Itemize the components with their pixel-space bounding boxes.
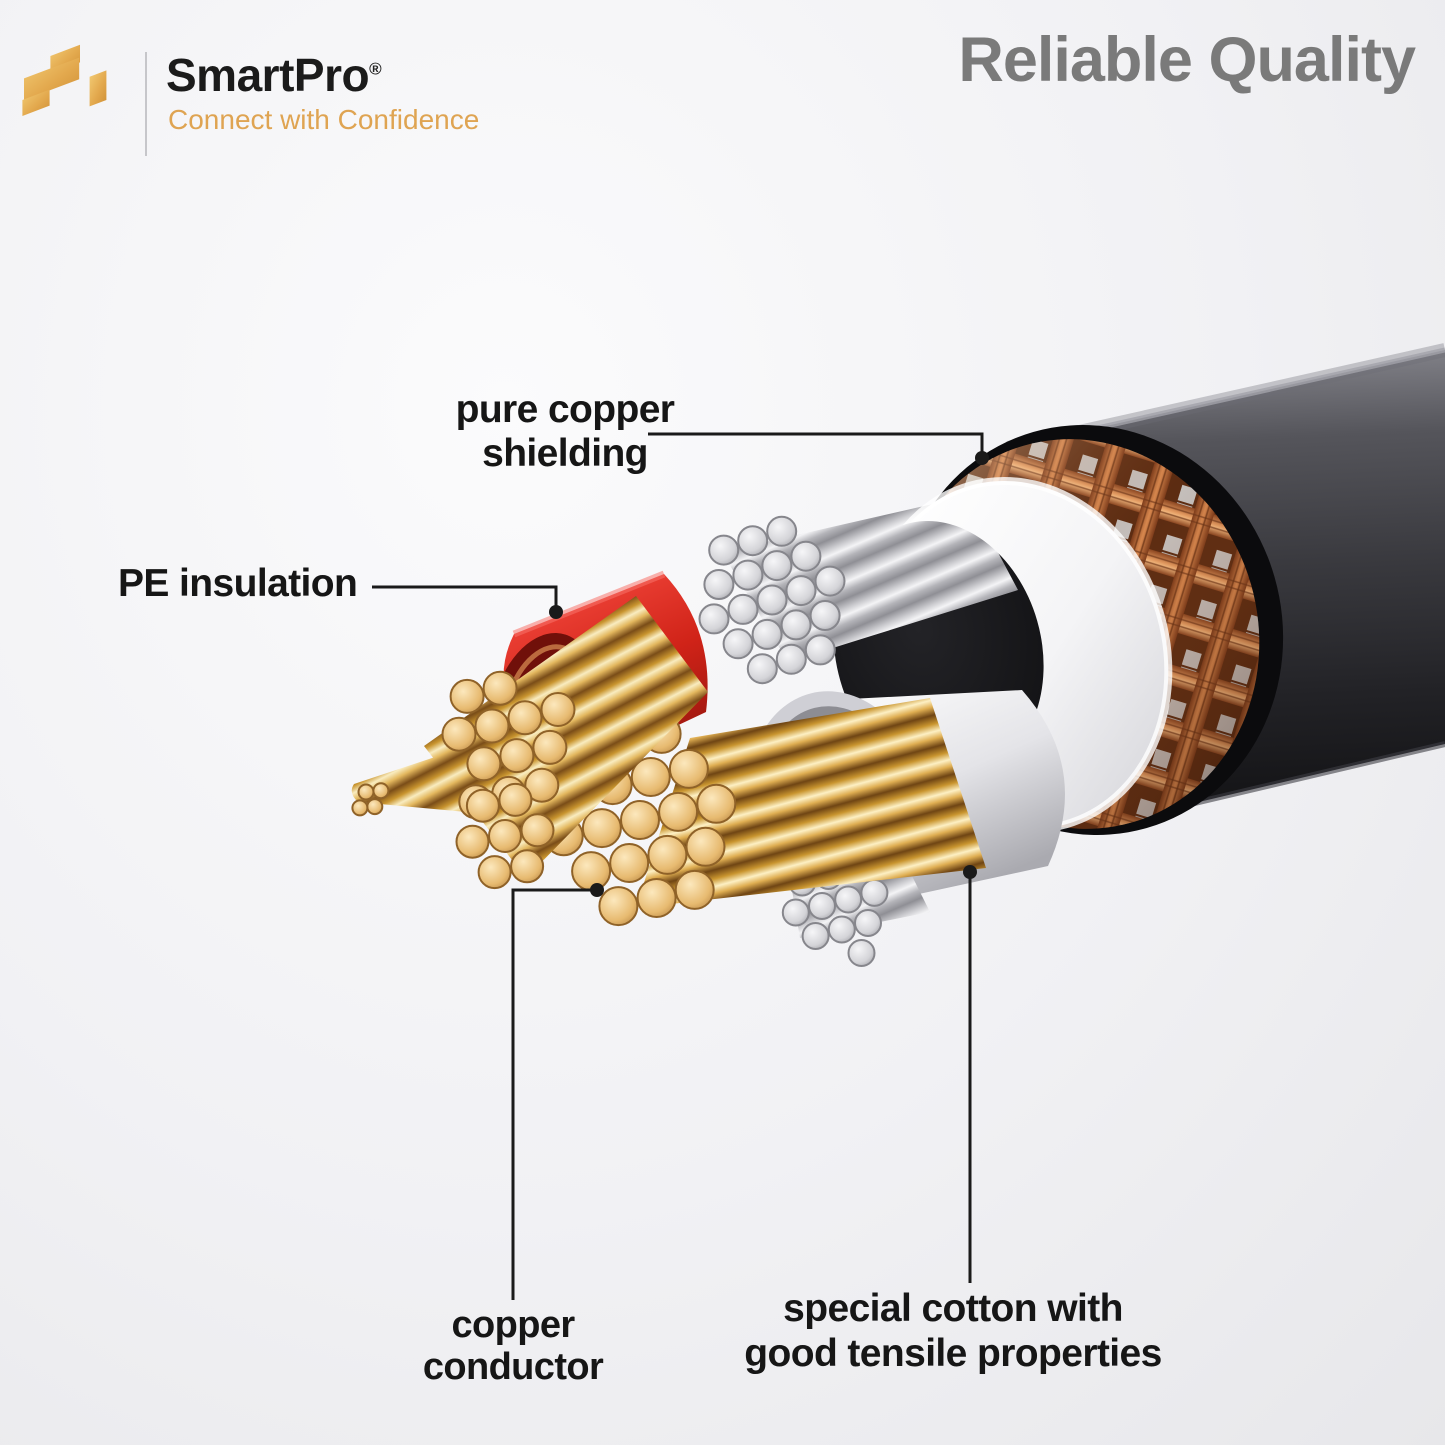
strand-end xyxy=(847,939,876,967)
strand-end xyxy=(814,565,846,597)
strand-end xyxy=(449,678,485,714)
strand-end xyxy=(658,791,699,832)
strand-end xyxy=(571,851,612,892)
registered-trademark-symbol: ® xyxy=(369,59,382,79)
label-copper-conductor: copper conductor xyxy=(363,1304,663,1388)
strand-end xyxy=(827,915,856,944)
label-pe-insulation: PE insulation xyxy=(118,562,358,605)
strand-end xyxy=(766,515,798,547)
strand-end xyxy=(372,782,390,800)
strand-end xyxy=(722,628,754,660)
brand-name: SmartPro® xyxy=(166,49,382,101)
strand-end xyxy=(488,819,522,853)
callout-dot-shielding xyxy=(975,451,989,465)
label-line: shielding xyxy=(482,432,648,475)
strand-end xyxy=(498,782,533,817)
callout-dots xyxy=(549,451,989,897)
label-line: copper xyxy=(451,1304,575,1346)
strand-end xyxy=(598,886,639,927)
label-line: good tensile properties xyxy=(744,1332,1162,1375)
callout-line-conductor xyxy=(511,888,595,1300)
strand-end xyxy=(834,885,863,914)
strand-end xyxy=(781,898,810,927)
strand-end xyxy=(466,746,502,782)
strand-end xyxy=(499,738,535,774)
strand-end xyxy=(482,670,518,706)
callout-dot-conductor xyxy=(590,883,604,897)
strand-end xyxy=(746,653,778,685)
strand-end xyxy=(756,584,788,616)
strand-end xyxy=(674,869,715,910)
strand-end xyxy=(357,783,375,801)
strand-end xyxy=(685,826,726,867)
strand-end xyxy=(465,788,500,823)
strand-end xyxy=(441,716,477,752)
strand-end xyxy=(808,892,836,920)
strand-end xyxy=(609,843,650,883)
strand-end xyxy=(854,909,882,937)
label-line: special cotton with xyxy=(783,1287,1123,1330)
strand-end xyxy=(785,575,817,607)
copper-conductor-bundle-left xyxy=(351,596,708,890)
label-special-cotton: special cotton with good tensile propert… xyxy=(678,1286,1228,1376)
strand-end xyxy=(761,550,793,582)
strand-end xyxy=(708,534,740,566)
strand-end xyxy=(775,643,807,675)
label-pure-copper-shielding: pure copper shielding xyxy=(340,388,790,476)
strand-end xyxy=(647,834,688,875)
strand-end xyxy=(780,609,812,641)
strand-end xyxy=(366,798,384,816)
strand-end xyxy=(351,799,369,817)
logo-divider xyxy=(145,52,147,156)
strand-end xyxy=(790,540,822,572)
callout-dot-insulation xyxy=(549,605,563,619)
strand-end xyxy=(510,849,545,884)
strand-end xyxy=(540,692,576,727)
strand-end xyxy=(804,634,836,666)
strand-end xyxy=(532,729,568,765)
label-line: conductor xyxy=(422,1346,604,1388)
strand-end xyxy=(507,700,543,736)
brand-tagline: Connect with Confidence xyxy=(168,104,480,135)
strand-end xyxy=(809,600,841,631)
strand-end xyxy=(524,767,560,803)
callout-lines xyxy=(372,432,984,1300)
strand-end xyxy=(698,603,730,635)
strand-end xyxy=(737,525,769,557)
label-line: pure copper xyxy=(455,388,675,431)
strand-end xyxy=(703,569,735,600)
strand-end xyxy=(520,813,555,848)
strand-end xyxy=(751,618,783,650)
strand-end xyxy=(727,593,759,625)
strand-end xyxy=(455,824,490,859)
strand-end xyxy=(630,757,671,797)
strand-end xyxy=(860,878,889,907)
strand-end xyxy=(474,708,510,744)
strand-end xyxy=(581,808,622,849)
copper-conductor-bundle-main xyxy=(543,698,986,927)
strand-end xyxy=(732,559,764,591)
strand-end xyxy=(636,878,677,918)
page-title: Reliable Quality xyxy=(958,25,1416,95)
strand-end xyxy=(620,800,660,840)
brand-logo-icon xyxy=(22,44,107,116)
callout-line-shielding xyxy=(648,432,984,452)
strand-end xyxy=(477,855,512,890)
callout-dot-cotton xyxy=(963,865,977,879)
callout-line-insulation xyxy=(372,585,558,606)
strand-end xyxy=(801,922,830,950)
strand-end xyxy=(696,783,737,824)
strand-end xyxy=(668,748,709,789)
